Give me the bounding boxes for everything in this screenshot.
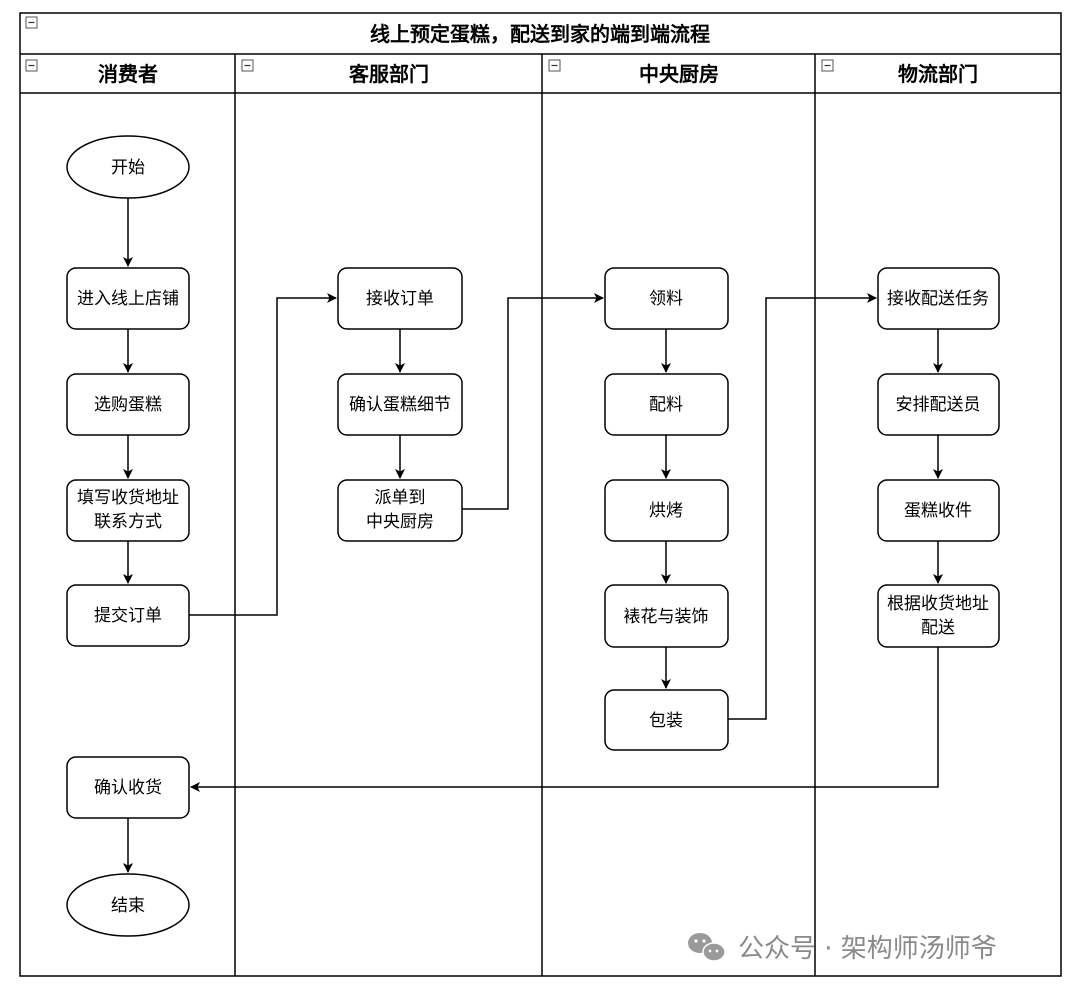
node-label: 派单到 xyxy=(375,488,426,508)
node-label: 开始 xyxy=(111,158,145,178)
watermark-text: 公众号 · 架构师汤师爷 xyxy=(738,934,997,964)
node-label: 接收订单 xyxy=(366,289,434,309)
process-node xyxy=(337,267,463,330)
process-node xyxy=(877,373,1000,436)
node-label: 确认收货 xyxy=(94,778,162,798)
node-label: 领料 xyxy=(649,289,683,309)
process-node xyxy=(66,584,190,647)
start-node xyxy=(66,135,190,199)
connector xyxy=(189,293,337,616)
node-label: 根据收货地址 xyxy=(887,594,989,614)
node-label: 结束 xyxy=(111,896,145,916)
process-node xyxy=(604,584,729,648)
node-label: 接收配送任务 xyxy=(887,289,989,309)
lane-title-central-kitchen: 中央厨房 xyxy=(639,62,719,86)
node-label: 进入线上店铺 xyxy=(77,289,179,309)
node-label: 提交订单 xyxy=(94,606,162,626)
process-node xyxy=(604,373,729,436)
connector xyxy=(190,647,939,792)
collapse-minus-icon[interactable] xyxy=(25,16,38,29)
node-label: 选购蛋糕 xyxy=(94,395,162,415)
connector xyxy=(728,293,877,720)
node-label: 烘烤 xyxy=(649,501,683,521)
node-label: 配送 xyxy=(921,618,955,638)
lane-title-consumer: 消费者 xyxy=(98,62,158,86)
node-label: 裱花与装饰 xyxy=(624,607,709,627)
node-label: 中央厨房 xyxy=(366,512,434,532)
lane-title-customer-service: 客服部门 xyxy=(348,62,429,86)
process-node xyxy=(66,373,190,436)
node-label: 确认蛋糕细节 xyxy=(349,395,451,415)
process-node xyxy=(604,267,729,330)
collapse-minus-icon[interactable] xyxy=(548,59,561,72)
process-node xyxy=(337,373,463,436)
node-label: 蛋糕收件 xyxy=(904,501,972,521)
node-label: 包装 xyxy=(649,711,683,731)
lane-title-logistics: 物流部门 xyxy=(898,62,978,86)
process-node xyxy=(877,584,1000,648)
process-node xyxy=(877,267,1000,330)
diagram-title: 线上预定蛋糕，配送到家的端到端流程 xyxy=(370,22,710,46)
process-node xyxy=(66,756,190,819)
process-node xyxy=(66,479,190,542)
collapse-minus-icon[interactable] xyxy=(241,59,254,72)
collapse-minus-icon[interactable] xyxy=(25,59,38,72)
process-node xyxy=(604,479,729,542)
connector xyxy=(462,293,604,510)
process-node xyxy=(604,689,729,751)
node-label: 填写收货地址 xyxy=(77,488,179,508)
node-label: 安排配送员 xyxy=(896,395,981,415)
process-node xyxy=(66,267,190,330)
process-node xyxy=(877,479,1000,542)
process-node xyxy=(337,479,463,542)
node-label: 配料 xyxy=(649,395,683,415)
node-label: 联系方式 xyxy=(94,512,162,532)
end-node xyxy=(66,873,190,937)
collapse-minus-icon[interactable] xyxy=(821,59,834,72)
wechat-icon xyxy=(688,933,726,962)
